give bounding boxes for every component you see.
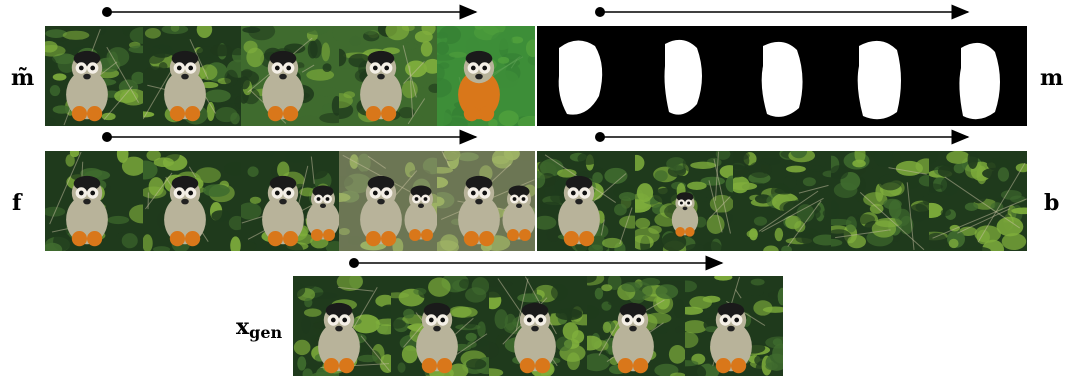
tile-mask <box>635 26 733 126</box>
mask-shape <box>664 39 702 115</box>
arrow-m-tilde <box>102 4 478 20</box>
label-b: b <box>1044 190 1060 216</box>
tile-mask <box>537 26 635 126</box>
tile-mask <box>831 26 929 126</box>
arrow-x-gen <box>349 255 724 271</box>
tile-mask <box>929 26 1027 126</box>
tile-foreground <box>143 151 241 251</box>
tile-foreground <box>339 151 437 251</box>
strip-m <box>537 26 1027 126</box>
monkey-figure <box>514 302 556 374</box>
label-x-gen-sub: gen <box>249 323 283 342</box>
tile-generated <box>391 276 489 376</box>
monkey-figure <box>164 50 206 122</box>
strip-m-tilde <box>45 26 535 126</box>
monkey-figure <box>66 175 108 247</box>
mask-shape <box>558 40 603 115</box>
tile-background <box>733 151 831 251</box>
tile-m-tilde <box>143 26 241 126</box>
tile-m-tilde <box>45 26 143 126</box>
monkey-figure <box>502 185 535 241</box>
monkey-figure <box>458 175 500 247</box>
tile-generated <box>685 276 783 376</box>
tile-background <box>635 151 733 251</box>
monkey-figure <box>262 175 304 247</box>
tile-generated <box>293 276 391 376</box>
label-m-tilde: m̃ <box>11 65 35 91</box>
tile-mask <box>733 26 831 126</box>
mask-shape <box>857 40 901 120</box>
monkey-figure <box>612 302 654 374</box>
monkey-figure <box>262 50 304 122</box>
arrow-f <box>102 129 478 145</box>
monkey-figure <box>671 192 699 237</box>
monkey-figure <box>318 302 360 374</box>
monkey-figure <box>710 302 752 374</box>
label-x-gen: xgen <box>236 316 282 341</box>
tile-generated <box>489 276 587 376</box>
strip-x-gen <box>293 276 783 376</box>
monkey-figure <box>360 175 402 247</box>
monkey-figure <box>360 50 402 122</box>
label-x-gen-main: x <box>236 314 250 340</box>
monkey-figure <box>306 185 339 241</box>
tile-background <box>537 151 635 251</box>
tile-m-tilde <box>437 26 535 126</box>
strip-b <box>537 151 1027 251</box>
tile-foreground <box>241 151 339 251</box>
tile-m-tilde <box>339 26 437 126</box>
mask-shape <box>761 41 803 117</box>
tile-generated <box>587 276 685 376</box>
label-m: m <box>1040 65 1064 91</box>
arrow-b <box>595 129 970 145</box>
monkey-figure <box>164 175 206 247</box>
strip-f <box>45 151 535 251</box>
tile-m-tilde <box>241 26 339 126</box>
monkey-figure <box>404 185 437 241</box>
tile-background <box>831 151 929 251</box>
label-f: f <box>12 190 22 216</box>
mask-shape <box>959 42 1000 120</box>
tile-background <box>929 151 1027 251</box>
monkey-figure <box>416 302 458 374</box>
monkey-figure <box>558 175 600 247</box>
tile-foreground <box>45 151 143 251</box>
tile-foreground <box>437 151 535 251</box>
monkey-figure <box>66 50 108 122</box>
arrow-m <box>595 4 970 20</box>
monkey-figure <box>458 50 500 122</box>
